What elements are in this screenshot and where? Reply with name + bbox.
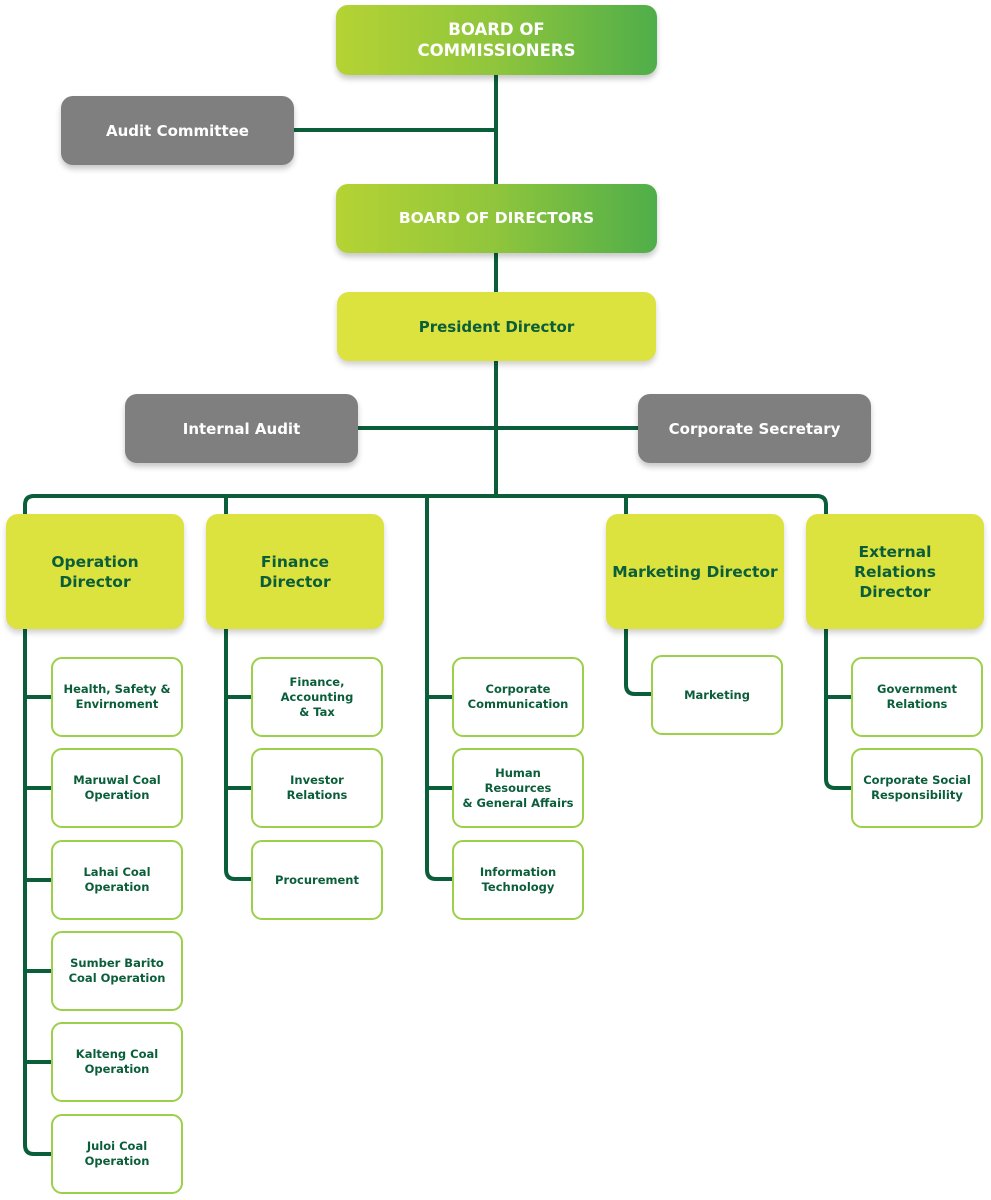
information-technology-box: Information Technology (452, 840, 584, 920)
finance-accounting-tax-box: Finance, Accounting & Tax (251, 657, 383, 737)
operation-director-box: Operation Director (6, 514, 184, 629)
marketing-box: Marketing (651, 655, 783, 735)
president-director-box: President Director (337, 292, 656, 361)
juloi-coal-operation-box: Juloi Coal Operation (51, 1114, 183, 1194)
marketing-director-box: Marketing Director (606, 514, 784, 629)
finance-units-connector (224, 626, 254, 881)
maruwal-coal-operation-box: Maruwal Coal Operation (51, 748, 183, 828)
external-units-connector (824, 626, 854, 790)
president-units-connector (425, 698, 455, 881)
finance-director-box: Finance Director (206, 514, 384, 629)
health-safety-environment-box: Health, Safety & Envirnoment (51, 657, 183, 737)
kalteng-coal-operation-box: Kalteng Coal Operation (51, 1022, 183, 1102)
lahai-coal-operation-box: Lahai Coal Operation (51, 840, 183, 920)
operation-units-connector (23, 626, 54, 1156)
internal-audit-box: Internal Audit (125, 394, 358, 463)
investor-relations-box: Investor Relations (251, 748, 383, 828)
corporate-social-responsibility-box: Corporate Social Responsibility (851, 748, 983, 828)
sumber-barito-coal-operation-box: Sumber Barito Coal Operation (51, 931, 183, 1011)
corporate-secretary-box: Corporate Secretary (638, 394, 871, 463)
audit-committee-box: Audit Committee (61, 96, 294, 165)
marketing-units-connector (624, 626, 654, 696)
board-of-directors-box: BOARD OF DIRECTORS (336, 184, 657, 253)
procurement-box: Procurement (251, 840, 383, 920)
corporate-communication-box: Corporate Communication (452, 657, 584, 737)
board-of-commissioners-box: BOARD OF COMMISSIONERS (336, 5, 657, 75)
government-relations-box: Government Relations (851, 657, 983, 737)
external-relations-director-box: External Relations Director (806, 514, 984, 629)
human-resources-general-affairs-box: Human Resources & General Affairs (452, 748, 584, 828)
